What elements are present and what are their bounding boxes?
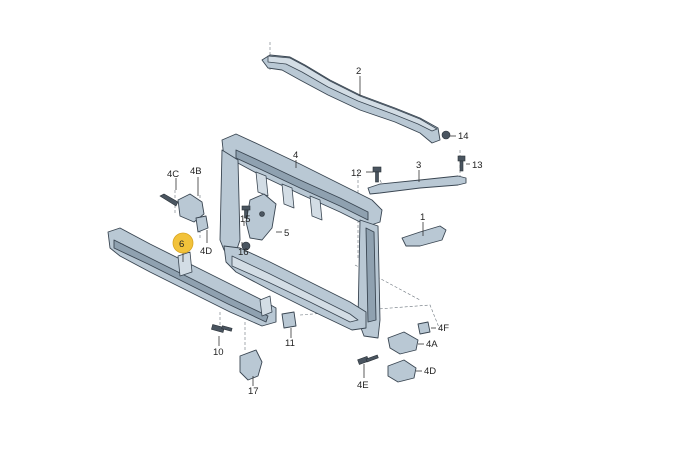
- label-17: 17: [248, 386, 259, 397]
- part-3-brace: [367, 175, 467, 195]
- part-labels: 2 14 4 3 13 12 4B 4C 15 1 5 6 16 4D 4F 1…: [167, 66, 483, 397]
- part-2-upper-cross-member: [261, 54, 441, 144]
- label-4c: 4C: [167, 169, 179, 180]
- label-15: 15: [240, 214, 251, 225]
- part-4-front-carrier: [219, 133, 383, 339]
- part-12-bolt: [372, 166, 382, 183]
- label-4e: 4E: [357, 380, 369, 391]
- label-10: 10: [213, 347, 224, 358]
- part-10-screw: [211, 324, 233, 333]
- part-4f-clip: [417, 321, 431, 335]
- label-4d-right: 4D: [424, 366, 436, 377]
- part-11-clip: [281, 311, 297, 329]
- part-4c-screw: [159, 193, 179, 207]
- label-2: 2: [356, 66, 361, 77]
- label-12: 12: [351, 168, 362, 179]
- label-3: 3: [416, 160, 421, 171]
- label-4d-left: 4D: [200, 246, 212, 257]
- part-4d-left-clip: [195, 215, 209, 233]
- part-15-bolt: [241, 205, 251, 219]
- label-16: 16: [238, 247, 249, 258]
- label-1: 1: [420, 212, 425, 223]
- part-4d-right-bracket: [387, 359, 417, 383]
- part-4b-bracket: [177, 193, 205, 223]
- part-14-nut: [441, 130, 451, 140]
- part-17-bracket: [239, 349, 263, 381]
- label-4b: 4B: [190, 166, 202, 177]
- label-5: 5: [284, 228, 289, 239]
- part-5-bracket: [245, 193, 277, 241]
- label-11: 11: [285, 338, 295, 349]
- label-6: 6: [179, 239, 184, 250]
- part-13-bolt: [457, 155, 466, 172]
- part-4a-bracket: [387, 331, 419, 355]
- label-4a: 4A: [426, 339, 438, 350]
- highlight-marker: [172, 232, 194, 254]
- part-6-lower-support: [107, 227, 277, 327]
- label-4: 4: [293, 150, 298, 161]
- label-4f: 4F: [438, 323, 449, 334]
- label-14: 14: [458, 131, 469, 142]
- part-1-side-bracket: [401, 225, 447, 247]
- leader-lines: [175, 76, 470, 386]
- part-4e-screw: [357, 354, 379, 365]
- label-13: 13: [472, 160, 483, 171]
